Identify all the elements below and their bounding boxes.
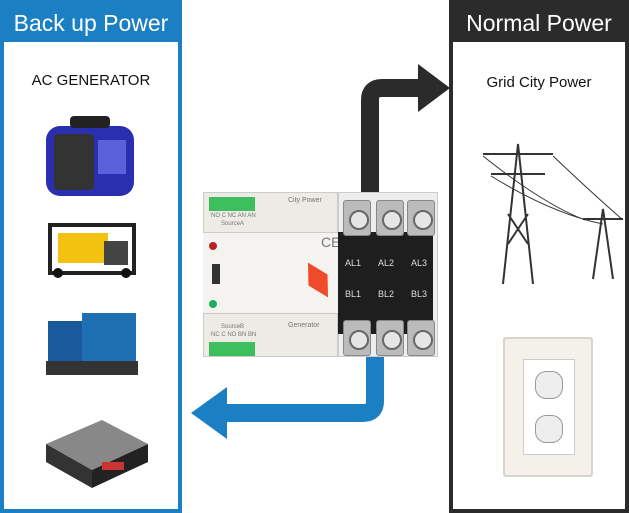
backup-power-panel: Back up Power AC GENERATOR (0, 0, 182, 513)
blue-arrow-to-backup-icon (191, 355, 384, 439)
inverter-generator-image (46, 116, 134, 196)
pole-al2: AL2 (378, 258, 395, 268)
pole-bl2: BL2 (378, 289, 395, 299)
city-power-label: City Power (288, 197, 322, 204)
diesel-generator-image (46, 313, 138, 375)
backup-power-title: Back up Power (4, 4, 178, 42)
pole-al1: AL1 (345, 258, 362, 268)
normal-power-panel: Normal Power Grid City Power (449, 0, 629, 513)
source-a-label: SourceA (221, 221, 245, 227)
bottom-pins-label: NC C NO BN BN (211, 332, 257, 338)
ce-mark: CE (321, 234, 341, 250)
transfer-switch: NO C NC AN AN SourceA City Power CE Gene… (203, 192, 438, 357)
generator-label: Generator (288, 322, 320, 329)
power-tower-image (482, 143, 624, 285)
pole-al3: AL3 (411, 258, 428, 268)
inverter-image (46, 420, 148, 488)
portable-generator-image (48, 223, 136, 278)
black-arrow-to-normal-icon (361, 64, 450, 200)
pole-bl1: BL1 (345, 289, 362, 299)
mode-switch[interactable] (212, 264, 220, 284)
source-b-label: SourceB (221, 324, 245, 330)
pole-bl3: BL3 (411, 289, 428, 299)
grid-city-power-label: Grid City Power (486, 74, 592, 91)
ac-generator-label: AC GENERATOR (31, 72, 151, 89)
top-pins-label: NO C NC AN AN (211, 213, 256, 219)
normal-power-title: Normal Power (453, 4, 625, 42)
wall-outlet-image (503, 337, 593, 477)
